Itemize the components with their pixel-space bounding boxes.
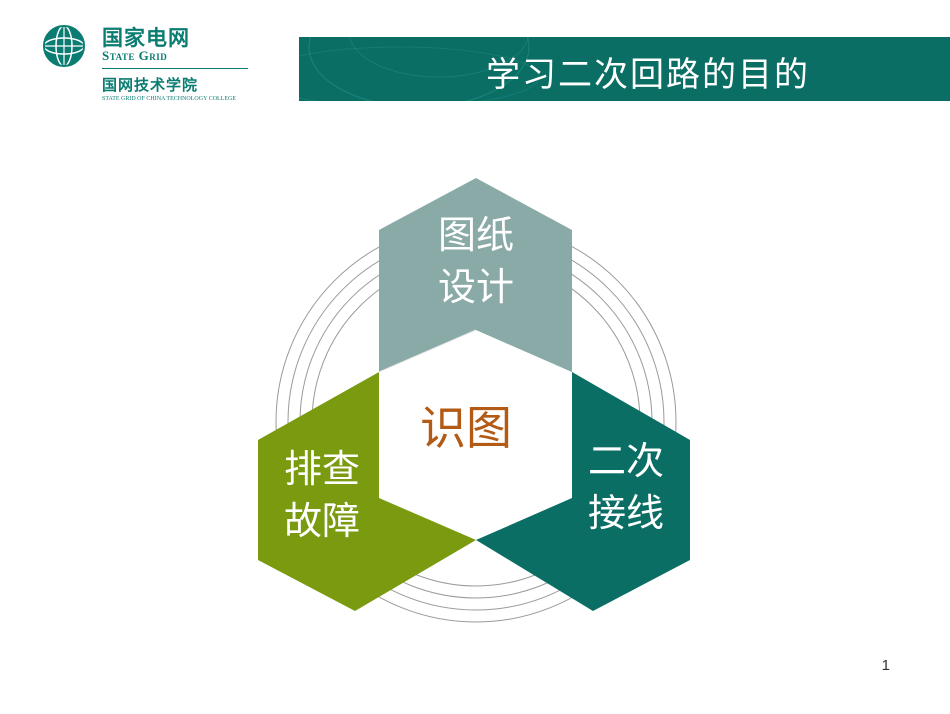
- state-grid-globe-icon: [43, 25, 85, 67]
- title-bar: 学习二次回路的目的: [299, 37, 950, 101]
- left-label-line2: 故障: [284, 499, 360, 543]
- page-title: 学习二次回路的目的: [486, 55, 810, 95]
- right-label-line2: 接线: [588, 491, 664, 535]
- logo-name-cn: 国家电网: [102, 26, 190, 50]
- college-name-cn: 国网技术学院: [102, 76, 199, 94]
- left-label-line1: 排查: [284, 447, 360, 491]
- top-label-line1: 图纸: [438, 213, 514, 257]
- logo-divider: [102, 68, 248, 69]
- center-label: 识图: [420, 401, 512, 455]
- college-name-en: STATE GRID OF CHINA TECHNOLOGY COLLEGE: [102, 96, 237, 102]
- hexagon-top: [379, 178, 572, 372]
- right-label-line1: 二次: [588, 439, 664, 483]
- title-bar-decoration: [299, 37, 540, 101]
- top-label-line2: 设计: [438, 265, 514, 309]
- logo-name-en: State Grid: [102, 48, 168, 63]
- page-number: 1: [881, 657, 890, 674]
- hexagon-center: [379, 330, 572, 540]
- logo: 国家电网 State Grid 国网技术学院 STATE GRID OF CHI…: [40, 20, 260, 110]
